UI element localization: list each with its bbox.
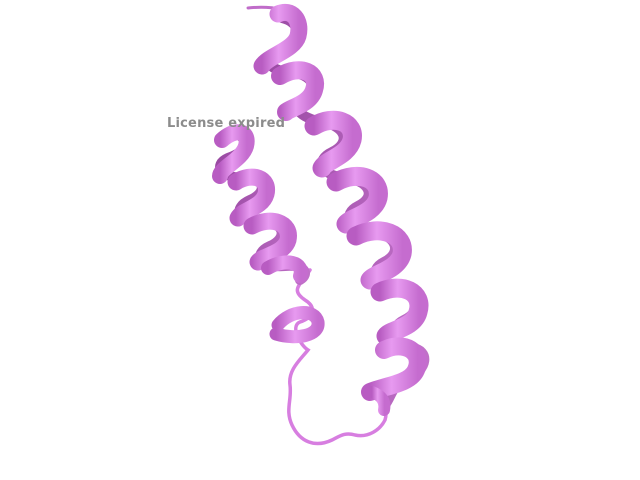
license-watermark: License expired [167, 116, 286, 131]
helix-left [212, 124, 325, 344]
helix-right [246, 4, 430, 416]
